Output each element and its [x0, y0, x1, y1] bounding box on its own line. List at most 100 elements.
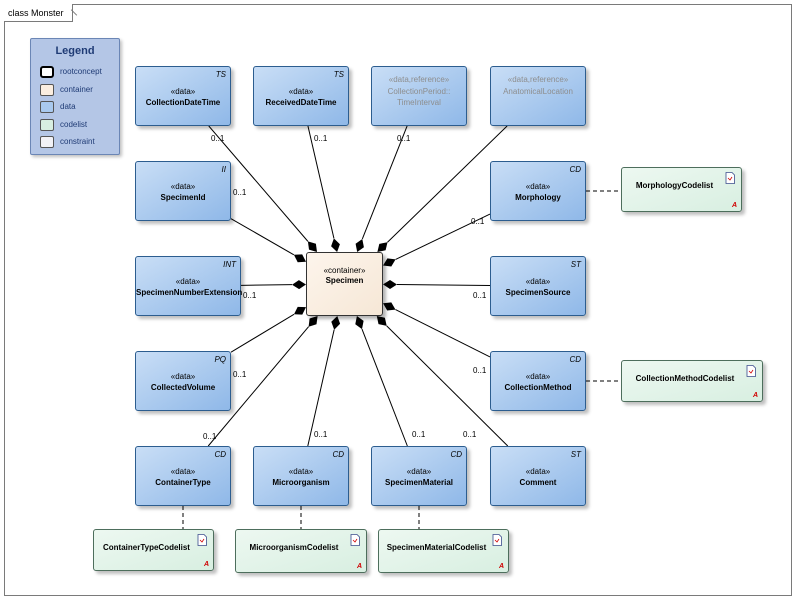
stereotype-label: «data»	[170, 372, 196, 381]
multiplicity-morphology: 0..1	[471, 217, 485, 226]
datatype-label: ST	[570, 260, 581, 269]
datatype-label: TS	[215, 70, 226, 79]
class-name: SpecimenId	[160, 193, 206, 202]
legend-swatch	[40, 66, 54, 78]
class-specimenid[interactable]: II «data» SpecimenId	[135, 161, 231, 221]
codelist-containertype[interactable]: ContainerTypeCodelist A	[93, 529, 214, 571]
association-line-comment[interactable]	[386, 325, 509, 447]
class-collectionperiod[interactable]: «data,reference» CollectionPeriod:: Time…	[371, 66, 467, 126]
association-line-microorganism[interactable]	[307, 329, 335, 447]
composition-diamond-anatomicallocation	[377, 242, 388, 252]
stereotype-label: «data»	[170, 467, 196, 476]
document-icon	[746, 365, 756, 377]
datatype-label: INT	[223, 260, 236, 269]
legend-swatch	[40, 136, 54, 148]
association-line-collectedvolume[interactable]	[230, 313, 295, 353]
document-icon	[492, 534, 502, 546]
class-name: CollectionPeriod:: TimeInterval	[387, 87, 451, 107]
class-anatomicallocation[interactable]: «data,reference» AnatomicalLocation	[490, 66, 586, 126]
multiplicity-collectedvolume: 0..1	[233, 370, 247, 379]
datatype-label: CD	[450, 450, 462, 459]
datatype-label: CD	[569, 165, 581, 174]
abstract-marker-icon: A	[356, 563, 362, 570]
class-name: CollectionDateTime	[145, 98, 221, 107]
composition-diamond-morphology	[383, 258, 396, 267]
stereotype-label: «data»	[525, 372, 551, 381]
association-line-specimensource[interactable]	[396, 284, 491, 287]
association-line-collectionmethod[interactable]	[395, 309, 491, 358]
datatype-label: PQ	[214, 355, 226, 364]
datatype-label: CD	[214, 450, 226, 459]
stereotype-label: «data»	[406, 467, 432, 476]
codelist-specimenmaterial[interactable]: SpecimenMaterialCodelist A	[378, 529, 509, 573]
association-line-receiveddatetime[interactable]	[307, 125, 335, 239]
abstract-marker-icon: A	[752, 392, 758, 399]
legend-swatch	[40, 84, 54, 96]
association-line-containertype[interactable]	[207, 326, 309, 447]
document-icon	[197, 534, 207, 546]
class-specimensource[interactable]: ST «data» SpecimenSource	[490, 256, 586, 316]
association-line-anatomicallocation[interactable]	[387, 125, 508, 243]
composition-diamond-receiveddatetime	[331, 238, 340, 252]
class-comment[interactable]: ST «data» Comment	[490, 446, 586, 506]
composition-diamond-specimennumberextension	[292, 280, 306, 290]
class-name: Comment	[519, 478, 557, 487]
composition-diamond-microorganism	[331, 316, 341, 330]
legend-label: data	[60, 102, 76, 111]
class-collectionmethod[interactable]: CD «data» CollectionMethod	[490, 351, 586, 411]
codelist-morphology[interactable]: MorphologyCodelist A	[621, 167, 742, 212]
class-collectedvolume[interactable]: PQ «data» CollectedVolume	[135, 351, 231, 411]
legend: Legend rootconcept container data codeli…	[30, 38, 120, 155]
specimen-container-class[interactable]: «container» Specimen	[306, 252, 383, 316]
composition-diamond-containertype	[308, 316, 318, 327]
multiplicity-specimenmaterial: 0..1	[412, 430, 426, 439]
composition-diamond-collectionperiod	[355, 239, 364, 252]
stereotype-label: «data»	[525, 467, 551, 476]
codelist-name: ContainerTypeCodelist	[103, 543, 190, 552]
association-line-specimennumberextension[interactable]	[240, 284, 293, 286]
class-receiveddatetime[interactable]: TS «data» ReceivedDateTime	[253, 66, 349, 126]
association-line-collectionperiod[interactable]	[361, 125, 408, 240]
stereotype-label: «data»	[525, 277, 551, 286]
multiplicity-specimenid: 0..1	[233, 188, 247, 197]
legend-swatch	[40, 101, 54, 113]
class-name: SpecimenNumberExtension	[136, 288, 243, 297]
legend-label: codelist	[60, 120, 88, 129]
abstract-marker-icon: A	[203, 561, 209, 568]
datatype-label: ST	[570, 450, 581, 459]
class-specimennumberextension[interactable]: INT «data» SpecimenNumberExtension	[135, 256, 243, 316]
composition-diamond-collectedvolume	[294, 306, 306, 315]
composition-diamond-specimenid	[293, 254, 306, 263]
class-microorganism[interactable]: CD «data» Microorganism	[253, 446, 349, 506]
legend-label: container	[60, 85, 93, 94]
class-specimenmaterial[interactable]: CD «data» SpecimenMaterial	[371, 446, 467, 506]
class-name: ContainerType	[155, 478, 211, 487]
class-morphology[interactable]: CD «data» Morphology	[490, 161, 586, 221]
class-name: AnatomicalLocation	[503, 87, 573, 96]
codelist-name: MicroorganismCodelist	[249, 543, 339, 552]
composition-diamond-collectionmethod	[383, 302, 396, 311]
multiplicity-collectiondatetime: 0..1	[211, 134, 225, 143]
legend-swatch	[40, 119, 54, 131]
codelist-microorganism[interactable]: MicroorganismCodelist A	[235, 529, 367, 573]
association-line-specimenid[interactable]	[230, 218, 295, 256]
class-name: CollectionMethod	[504, 383, 572, 392]
datatype-label: II	[221, 165, 226, 174]
class-collectiondatetime[interactable]: TS «data» CollectionDateTime	[135, 66, 231, 126]
datatype-label: CD	[332, 450, 344, 459]
abstract-marker-icon: A	[498, 563, 504, 570]
stereotype-label: «data,reference»	[507, 75, 569, 84]
multiplicity-collectionmethod: 0..1	[473, 366, 487, 375]
association-line-morphology[interactable]	[395, 213, 491, 260]
stereotype-label: «data»	[175, 277, 201, 286]
multiplicity-specimennumberextension: 0..1	[243, 291, 257, 300]
association-line-specimenmaterial[interactable]	[361, 328, 408, 447]
class-name: SpecimenMaterial	[384, 478, 454, 487]
class-containertype[interactable]: CD «data» ContainerType	[135, 446, 231, 506]
codelist-collectionmethod[interactable]: CollectionMethodCodelist A	[621, 360, 763, 402]
legend-label: constraint	[60, 137, 95, 146]
multiplicity-specimensource: 0..1	[473, 291, 487, 300]
class-name: Specimen	[325, 276, 364, 285]
association-line-collectiondatetime[interactable]	[208, 125, 309, 242]
